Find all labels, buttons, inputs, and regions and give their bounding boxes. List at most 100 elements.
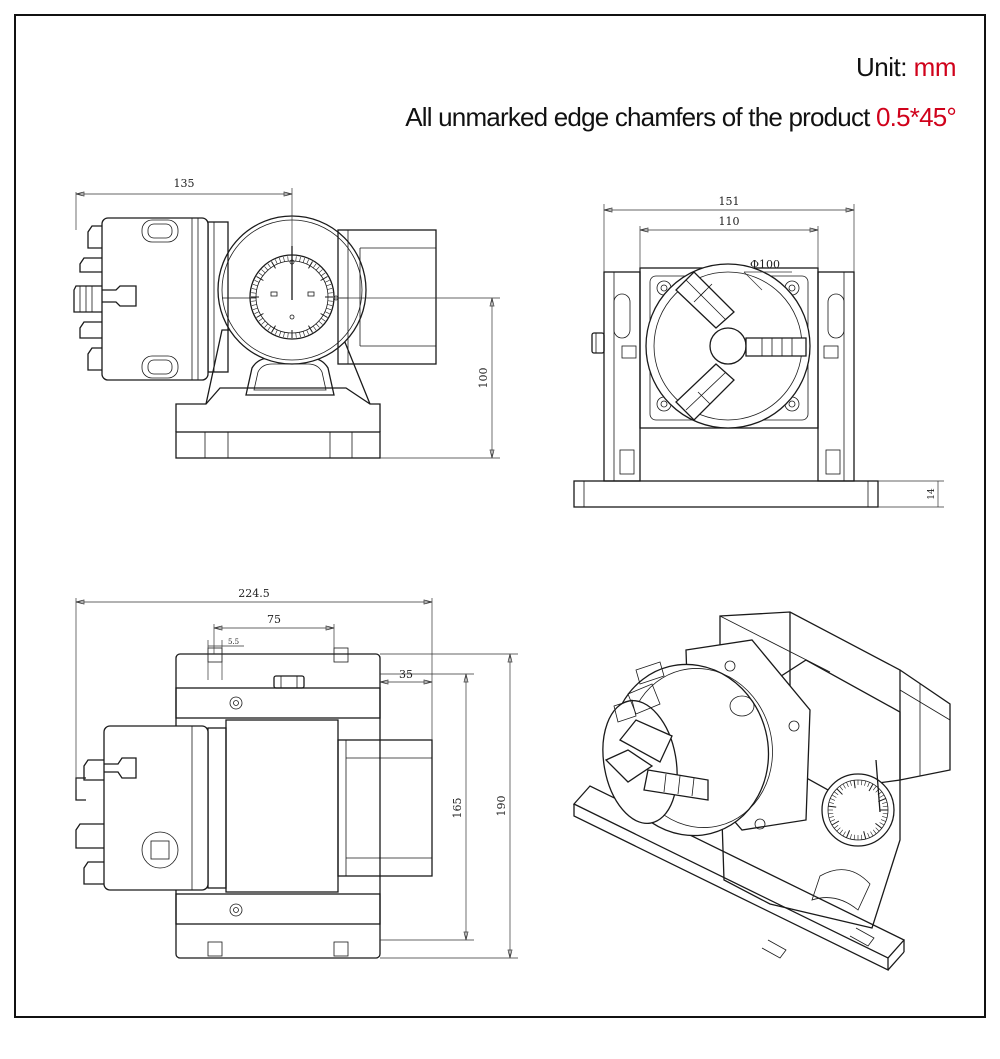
dial-tick [308, 261, 313, 269]
dial-tick [283, 332, 285, 338]
dial-tick [834, 824, 839, 829]
dial-tick [275, 259, 278, 265]
dial-tick [251, 292, 257, 294]
dial-tick [831, 820, 840, 826]
dial-tick [327, 288, 333, 290]
dial-tick [846, 830, 851, 838]
dial-tick [828, 801, 834, 804]
dial-tick [863, 831, 867, 840]
top-view: 224.5 75 5.5 35 165 190 [75, 587, 518, 959]
front-view: Φ100 151 110 14 [573, 195, 944, 508]
dial-tick [320, 313, 328, 318]
dial-tick [879, 794, 885, 798]
dial-tick [315, 323, 320, 328]
dial-tick [264, 266, 269, 271]
unit-value: mm [913, 52, 957, 82]
dial-tick [295, 256, 297, 262]
dial-tick [261, 320, 266, 325]
chamfer-note-text: All unmarked edge chamfers of the produc… [405, 102, 870, 132]
dial-tick [306, 259, 309, 265]
dial-tick [828, 816, 834, 819]
dial-tick [279, 331, 282, 337]
dial-tick [849, 780, 852, 786]
dial-tick [875, 822, 883, 829]
dial-tick [299, 256, 301, 262]
dial-tick [849, 834, 852, 840]
dial-tick [251, 288, 257, 290]
dial-tick [860, 780, 863, 786]
dial-tick [836, 788, 843, 795]
dial-tick [275, 329, 278, 335]
dial-tick [267, 325, 272, 331]
dial-tick [836, 827, 841, 832]
dial-tick [828, 805, 837, 808]
dial-tick [872, 786, 877, 791]
dim-top-offset: 75 [267, 613, 281, 626]
chamfer-note: All unmarked edge chamfers of the produc… [405, 102, 957, 133]
dial-tick [287, 256, 289, 262]
dial-tick [875, 827, 880, 832]
dial-tick [264, 323, 269, 328]
dial-tick [853, 780, 856, 789]
unit-label: Unit: [855, 52, 907, 82]
dial-tick [267, 263, 272, 269]
dial-tick [312, 263, 317, 269]
dial-tick [864, 780, 867, 786]
dial-tick [254, 311, 260, 314]
dial-tick [258, 272, 264, 277]
dial-tick [271, 261, 276, 269]
dial-tick [302, 257, 305, 263]
drawing-frame [14, 14, 986, 1018]
dial-tick [842, 783, 846, 789]
dim-side-width: 135 [174, 177, 195, 190]
dim-side-height: 100 [477, 368, 490, 389]
dial-tick [254, 280, 260, 283]
dial-tick [882, 801, 888, 804]
dim-top-165: 165 [451, 798, 464, 819]
dial-tick [283, 256, 285, 262]
dial-tick [279, 257, 282, 263]
dial-tick [872, 829, 877, 834]
dial-tick [860, 834, 863, 840]
dim-top-35: 35 [399, 668, 413, 681]
dial-tick [306, 329, 309, 335]
dial-tick [853, 834, 856, 840]
dial-tick [839, 829, 844, 834]
dial-tick [830, 819, 836, 822]
dial-tick [256, 276, 264, 281]
dial-tick [315, 266, 320, 271]
dial-tick [324, 280, 330, 283]
dial-tick [879, 822, 885, 826]
dial-tick [867, 782, 870, 788]
dim-top-190: 190 [495, 796, 508, 817]
dim-front-width: 151 [719, 195, 740, 208]
dial-tick [326, 307, 332, 310]
dial-tick [327, 304, 333, 306]
dial-tick [880, 819, 886, 822]
dial-tick [842, 831, 846, 837]
dial-tick [868, 783, 874, 792]
dim-base-thickness: 14 [927, 488, 937, 500]
dial-tick [312, 325, 317, 331]
unit-note: Unit: mm [855, 52, 957, 83]
dial-tick [308, 325, 313, 333]
chamfer-note-value: 0.5*45° [876, 102, 957, 132]
dial-tick [320, 272, 326, 277]
dial-tick [258, 317, 264, 322]
dial-tick [882, 816, 888, 819]
dial-tick [251, 304, 257, 306]
dial-tick [830, 798, 836, 801]
dial-tick [271, 325, 276, 333]
dial-tick [327, 292, 333, 294]
side-view: 135 100 [73, 177, 500, 459]
dial-tick [882, 812, 888, 815]
dial-tick [326, 284, 332, 287]
dial-tick [287, 332, 289, 338]
dial-tick [318, 320, 323, 325]
dial-tick [252, 284, 258, 287]
dial-tick [882, 805, 888, 808]
dial-tick [320, 317, 326, 322]
dial-tick [327, 300, 333, 302]
dial-tick [302, 331, 305, 337]
